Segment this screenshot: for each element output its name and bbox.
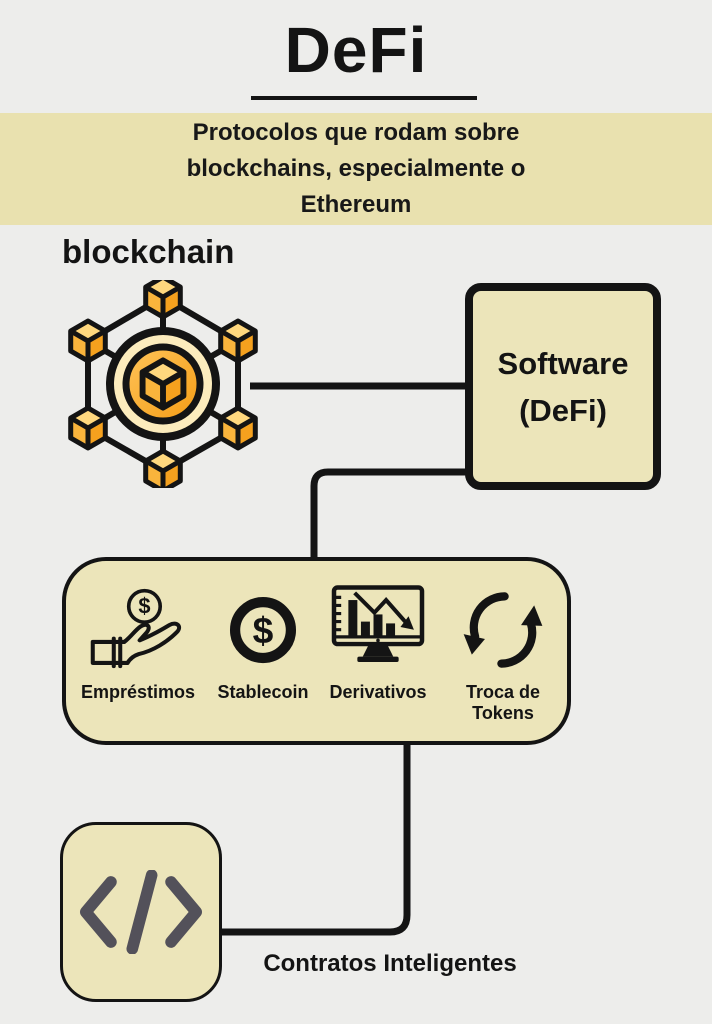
code-icon xyxy=(79,870,203,954)
service-label: Troca de Tokens xyxy=(465,682,541,723)
svg-text:$: $ xyxy=(138,594,150,619)
subtitle-line: Ethereum xyxy=(300,191,412,218)
stablecoin-dollar-icon: $ xyxy=(204,587,322,671)
service-label: Derivativos xyxy=(329,682,427,702)
derivatives-chart-icon xyxy=(316,585,440,671)
subtitle-banner: Protocolos que rodam sobre blockchains, … xyxy=(0,113,712,225)
subtitle-line: Protocolos que rodam sobre xyxy=(192,119,520,146)
smart-contracts-label: Contratos Inteligentes xyxy=(263,950,517,977)
blockchain-label: blockchain xyxy=(62,233,235,270)
hand-coin-icon: $ xyxy=(74,587,202,671)
software-defi-label: Software xyxy=(497,345,629,381)
services-panel: $ Empréstimos $ Stablecoin xyxy=(62,557,571,745)
page-title: DeFi xyxy=(284,14,428,86)
connector-software-services xyxy=(310,468,470,560)
blockchain-network-icon xyxy=(57,280,269,488)
title-underline xyxy=(251,96,477,100)
connector-services-contracts xyxy=(220,743,411,936)
service-item-derivativos: Derivativos xyxy=(316,585,440,703)
service-item-emprestimos: $ Empréstimos xyxy=(74,587,202,703)
software-defi-box: Software (DeFi) xyxy=(465,283,661,490)
token-swap-icon xyxy=(444,587,562,671)
service-item-troca-de-tokens: Troca de Tokens xyxy=(444,587,562,724)
svg-text:$: $ xyxy=(253,609,274,651)
subtitle-line: blockchains, especialmente o xyxy=(186,155,526,182)
service-label: Empréstimos xyxy=(80,682,196,702)
service-label: Stablecoin xyxy=(217,682,309,702)
smart-contracts-box xyxy=(60,822,222,1002)
service-item-stablecoin: $ Stablecoin xyxy=(204,587,322,703)
software-defi-label: (DeFi) xyxy=(519,392,607,428)
